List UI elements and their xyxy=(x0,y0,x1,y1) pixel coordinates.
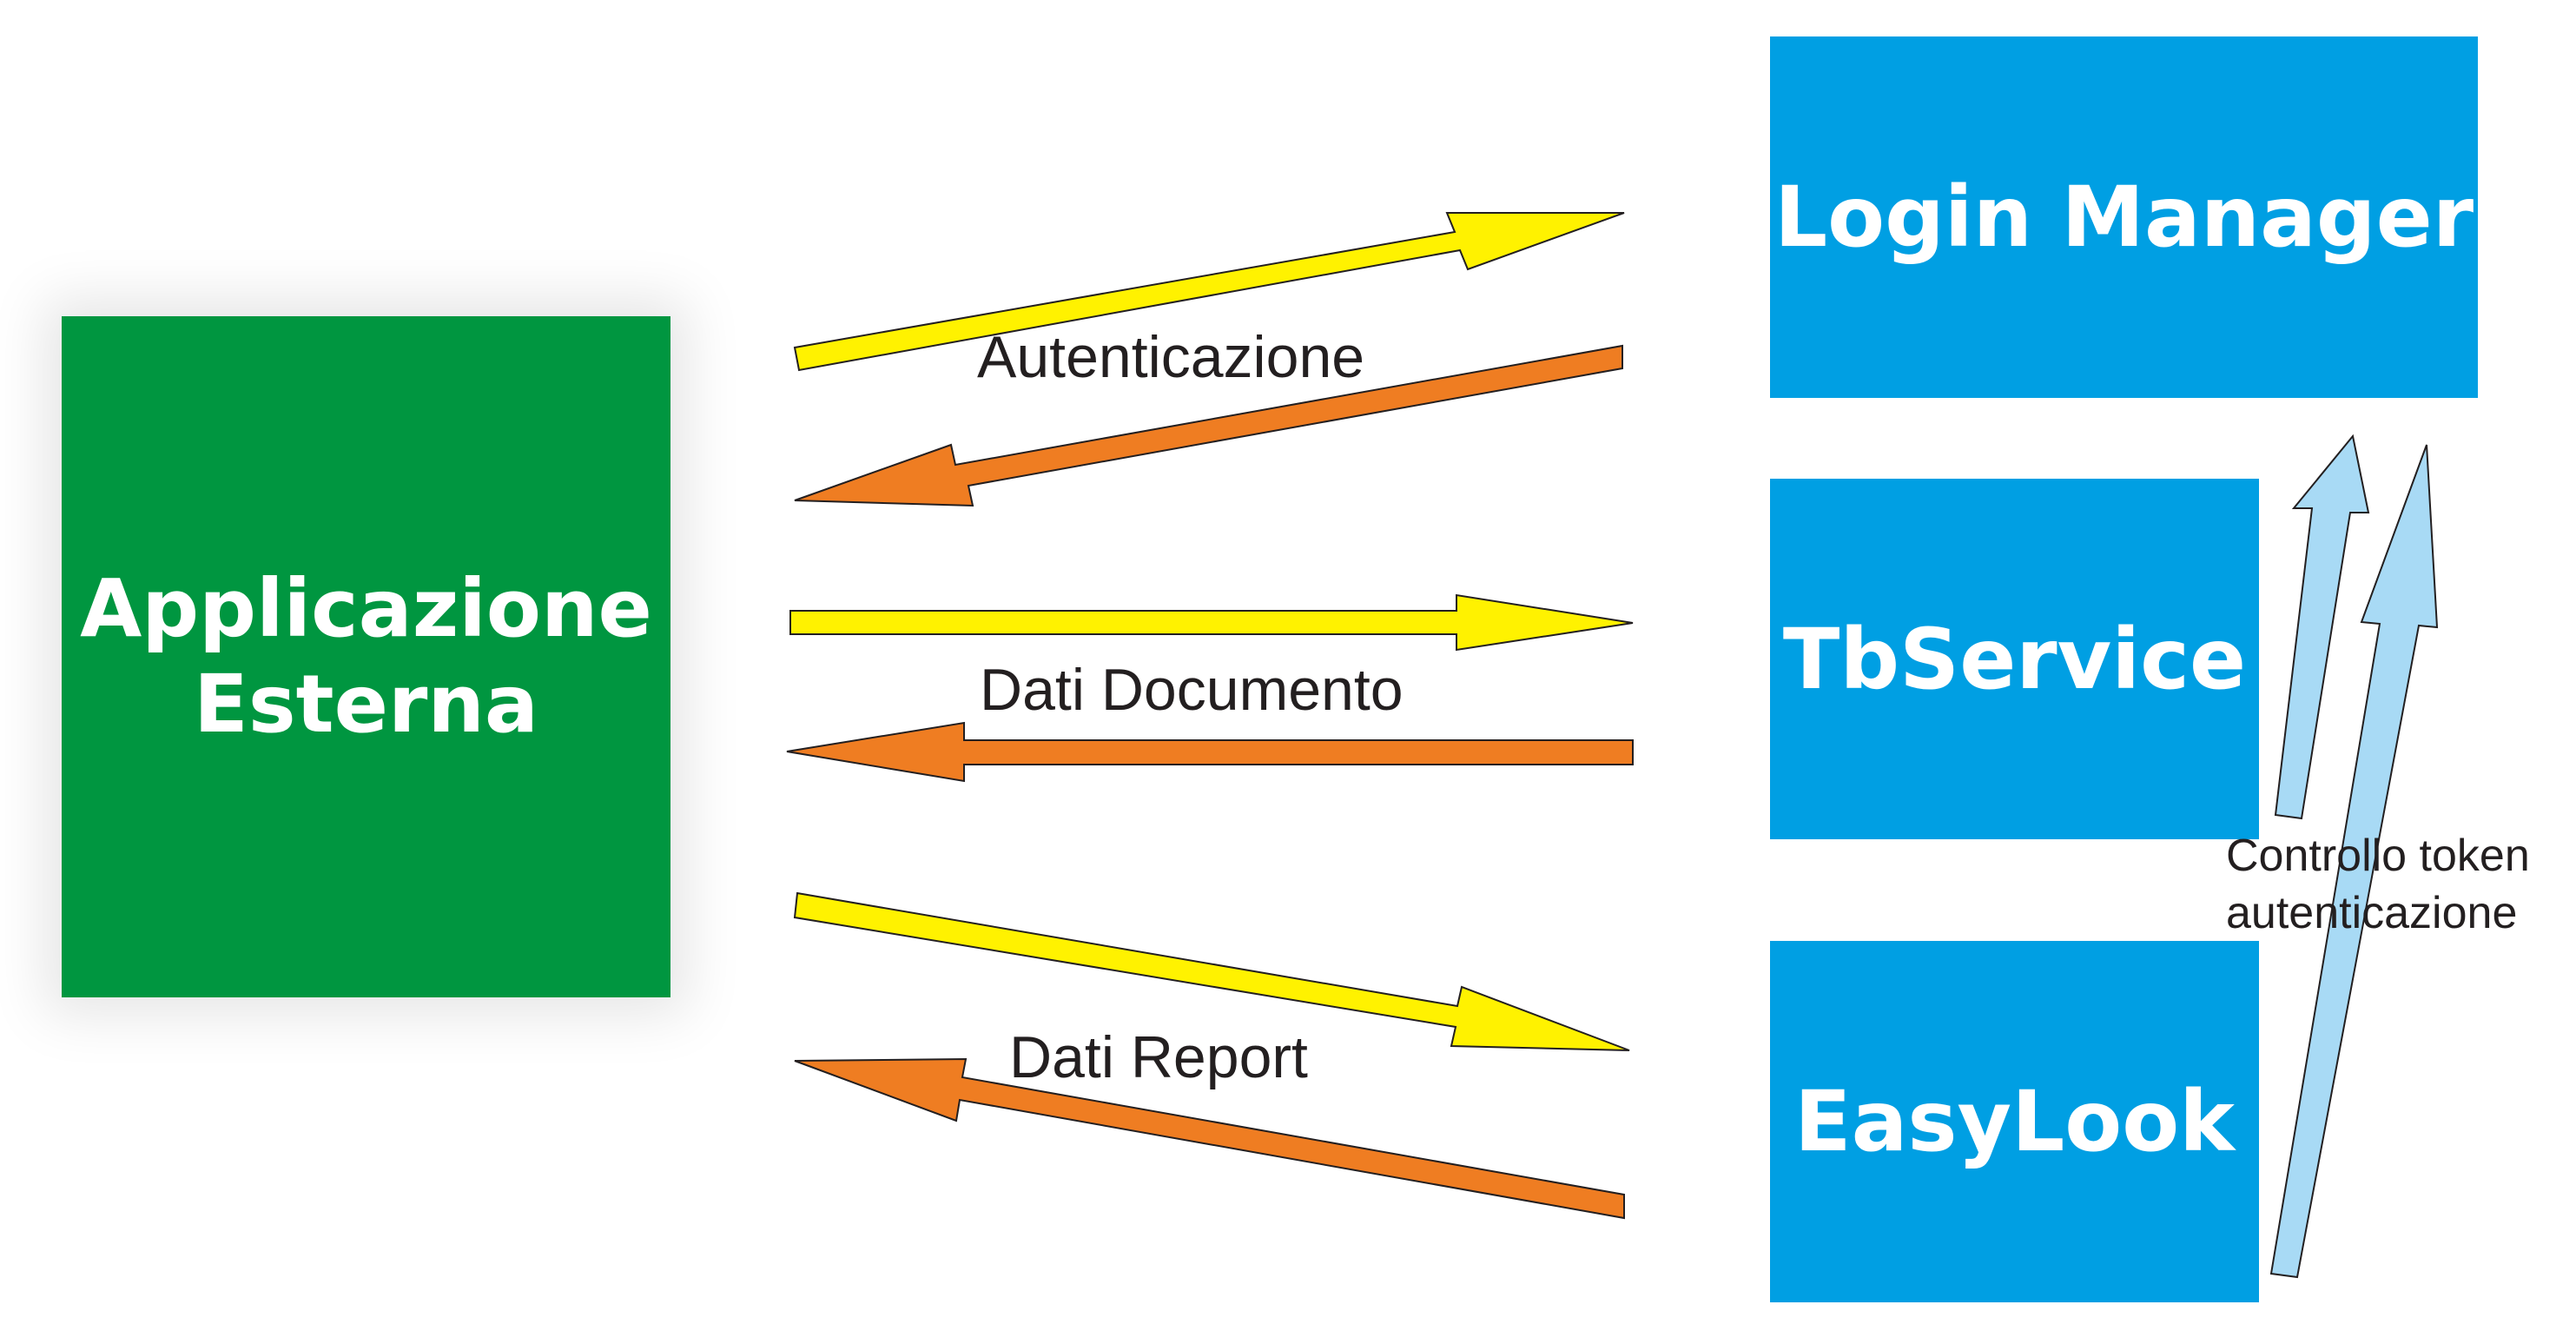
tbservice-token-arrow xyxy=(2274,434,2370,820)
tbservice-box: TbService xyxy=(1770,479,2259,839)
token-check-label-line2: autenticazione xyxy=(2226,888,2518,938)
token-check-label-line1: Controllo token xyxy=(2226,831,2530,881)
easylook-label: EasyLook xyxy=(1794,1073,2235,1170)
document-request-arrow xyxy=(789,593,1634,652)
authentication-label: Autenticazione xyxy=(977,324,1365,390)
auth-request-arrow xyxy=(793,212,1625,372)
login-manager-box: Login Manager xyxy=(1770,36,2478,398)
external-application-box: Applicazione Esterna xyxy=(62,316,670,997)
document-response-arrow xyxy=(786,721,1634,783)
easylook-token-arrow xyxy=(2269,444,2439,1279)
token-check-label: Controllo token autenticazione xyxy=(2226,827,2530,942)
auth-response-arrow xyxy=(794,344,1623,507)
external-application-label-line2: Esterna xyxy=(194,658,538,751)
report-data-label: Dati Report xyxy=(1009,1024,1308,1090)
easylook-box: EasyLook xyxy=(1770,941,2259,1302)
report-request-arrow xyxy=(793,891,1630,1051)
document-data-label: Dati Documento xyxy=(980,657,1404,723)
report-response-arrow xyxy=(794,1057,1625,1220)
tbservice-label: TbService xyxy=(1782,610,2247,708)
external-application-label-line1: Applicazione xyxy=(80,561,652,655)
login-manager-label: Login Manager xyxy=(1773,169,2474,266)
